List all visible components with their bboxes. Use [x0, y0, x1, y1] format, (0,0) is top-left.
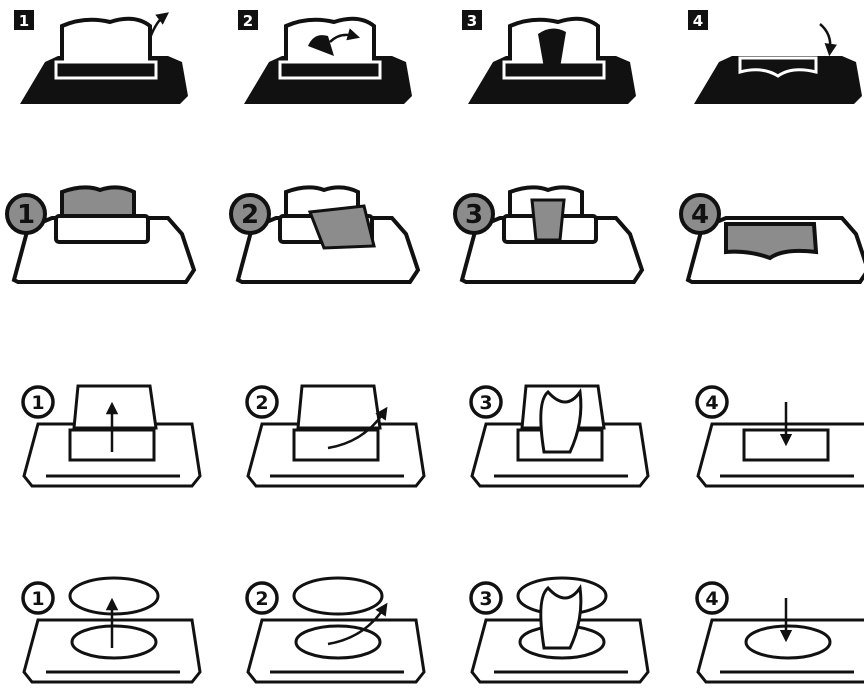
step-badge: 4	[697, 583, 727, 613]
step-badge: 3	[471, 583, 501, 613]
step-1-panel: 1	[7, 187, 194, 282]
step-3-panel: 3	[471, 578, 648, 682]
step-1-panel: 1	[23, 578, 200, 682]
step-number: 1	[31, 588, 44, 610]
open-lid	[70, 578, 158, 614]
step-4-panel: 4	[697, 387, 864, 486]
pack-opening	[746, 626, 830, 658]
step-number: 1	[17, 200, 35, 230]
step-4-panel: 4	[697, 583, 864, 682]
step-number: 2	[243, 12, 253, 30]
wipe	[532, 200, 564, 240]
step-badge: 4	[688, 10, 708, 30]
step-number: 3	[467, 12, 477, 30]
step-badge: 3	[455, 195, 493, 233]
step-number: 3	[479, 588, 492, 610]
step-number: 1	[19, 12, 29, 30]
step-badge: 2	[238, 10, 258, 30]
step-1-panel: 1	[23, 386, 200, 486]
step-number: 4	[705, 588, 718, 610]
step-number: 4	[693, 12, 703, 30]
pack-opening	[280, 62, 380, 78]
step-number: 2	[241, 200, 259, 230]
step-badge: 4	[681, 195, 719, 233]
pack-opening	[72, 626, 156, 658]
step-2-panel: 2	[238, 10, 412, 104]
step-2-panel: 2	[231, 187, 418, 282]
close-arrow	[820, 24, 830, 50]
closed-lid	[726, 224, 816, 258]
step-badge: 2	[231, 195, 269, 233]
step-badge: 3	[471, 387, 501, 417]
pack-opening	[56, 62, 156, 78]
step-4-panel: 4	[681, 195, 864, 282]
pack-opening	[294, 430, 378, 460]
step-4-panel: 4	[688, 10, 862, 104]
pack-opening	[56, 216, 148, 242]
step-number: 3	[479, 392, 492, 414]
step-3-panel: 3	[462, 10, 636, 104]
wipe	[541, 392, 581, 452]
step-badge: 1	[23, 387, 53, 417]
wipe	[541, 588, 581, 648]
step-number: 4	[705, 392, 718, 414]
step-badge: 1	[14, 10, 34, 30]
open-lid	[294, 578, 382, 614]
step-number: 4	[691, 200, 709, 230]
step-number: 2	[255, 588, 268, 610]
step-3-panel: 3	[455, 187, 642, 282]
lift-arrow	[150, 16, 164, 38]
step-number: 1	[31, 392, 44, 414]
step-number: 2	[255, 392, 268, 414]
step-number: 3	[465, 200, 483, 230]
step-badge: 3	[462, 10, 482, 30]
step-2-panel: 2	[247, 578, 424, 682]
open-lid	[298, 386, 380, 428]
step-badge: 1	[23, 583, 53, 613]
step-badge: 1	[7, 195, 45, 233]
open-lid	[74, 386, 156, 428]
step-badge: 2	[247, 583, 277, 613]
step-badge: 4	[697, 387, 727, 417]
step-1-panel: 1	[14, 10, 188, 104]
step-2-panel: 2	[247, 386, 424, 486]
step-3-panel: 3	[471, 386, 648, 486]
step-badge: 2	[247, 387, 277, 417]
